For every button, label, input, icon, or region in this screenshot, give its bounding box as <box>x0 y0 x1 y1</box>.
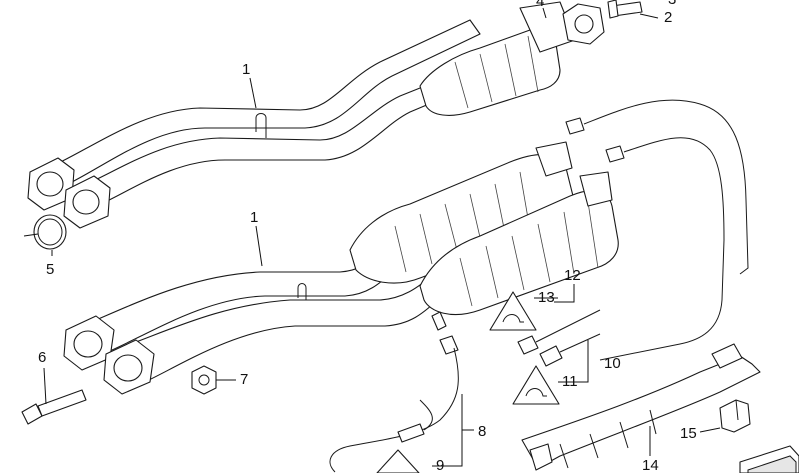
warning-triangle-icon <box>376 449 420 473</box>
callout-8: 8 <box>478 423 486 440</box>
callout-10: 10 <box>604 355 621 372</box>
callout-3: 3 <box>668 0 676 8</box>
sensor-icon <box>397 399 433 443</box>
flange-icon <box>63 175 111 229</box>
callout-5: 5 <box>46 261 54 278</box>
clip-icon <box>719 399 751 433</box>
flange-icon <box>27 157 75 211</box>
callout-1-upper: 1 <box>242 61 250 78</box>
nut-icon <box>191 365 217 395</box>
warning-triangle-icon <box>489 291 537 331</box>
callout-13: 13 <box>538 289 555 306</box>
callout-4: 4 <box>536 0 544 10</box>
upper-front-pipe <box>27 1 576 229</box>
bolt-icon <box>21 389 87 425</box>
flange-icon <box>63 315 115 371</box>
callout-2: 2 <box>664 9 672 26</box>
lower-front-pipe <box>63 141 619 395</box>
gasket-icon <box>562 3 605 45</box>
ring-gasket-icon <box>33 214 67 250</box>
sensor-icon <box>539 333 601 367</box>
callout-11: 11 <box>562 373 578 390</box>
callout-12: 12 <box>564 267 581 284</box>
sensor-icon <box>517 309 601 355</box>
sensor-wire-lower <box>329 335 459 473</box>
flange-icon <box>103 339 155 395</box>
callout-6: 6 <box>38 349 46 366</box>
warning-triangle-icon <box>512 365 560 405</box>
bolt-icon <box>607 0 643 19</box>
bracket-icon <box>521 343 761 471</box>
callout-1-lower: 1 <box>250 209 258 226</box>
callout-14: 14 <box>642 457 659 473</box>
callout-7: 7 <box>240 371 248 388</box>
sensor-wire-upper <box>565 99 749 361</box>
callout-15: 15 <box>680 425 697 442</box>
callout-9: 9 <box>436 457 444 473</box>
arrow-icon <box>739 445 799 473</box>
